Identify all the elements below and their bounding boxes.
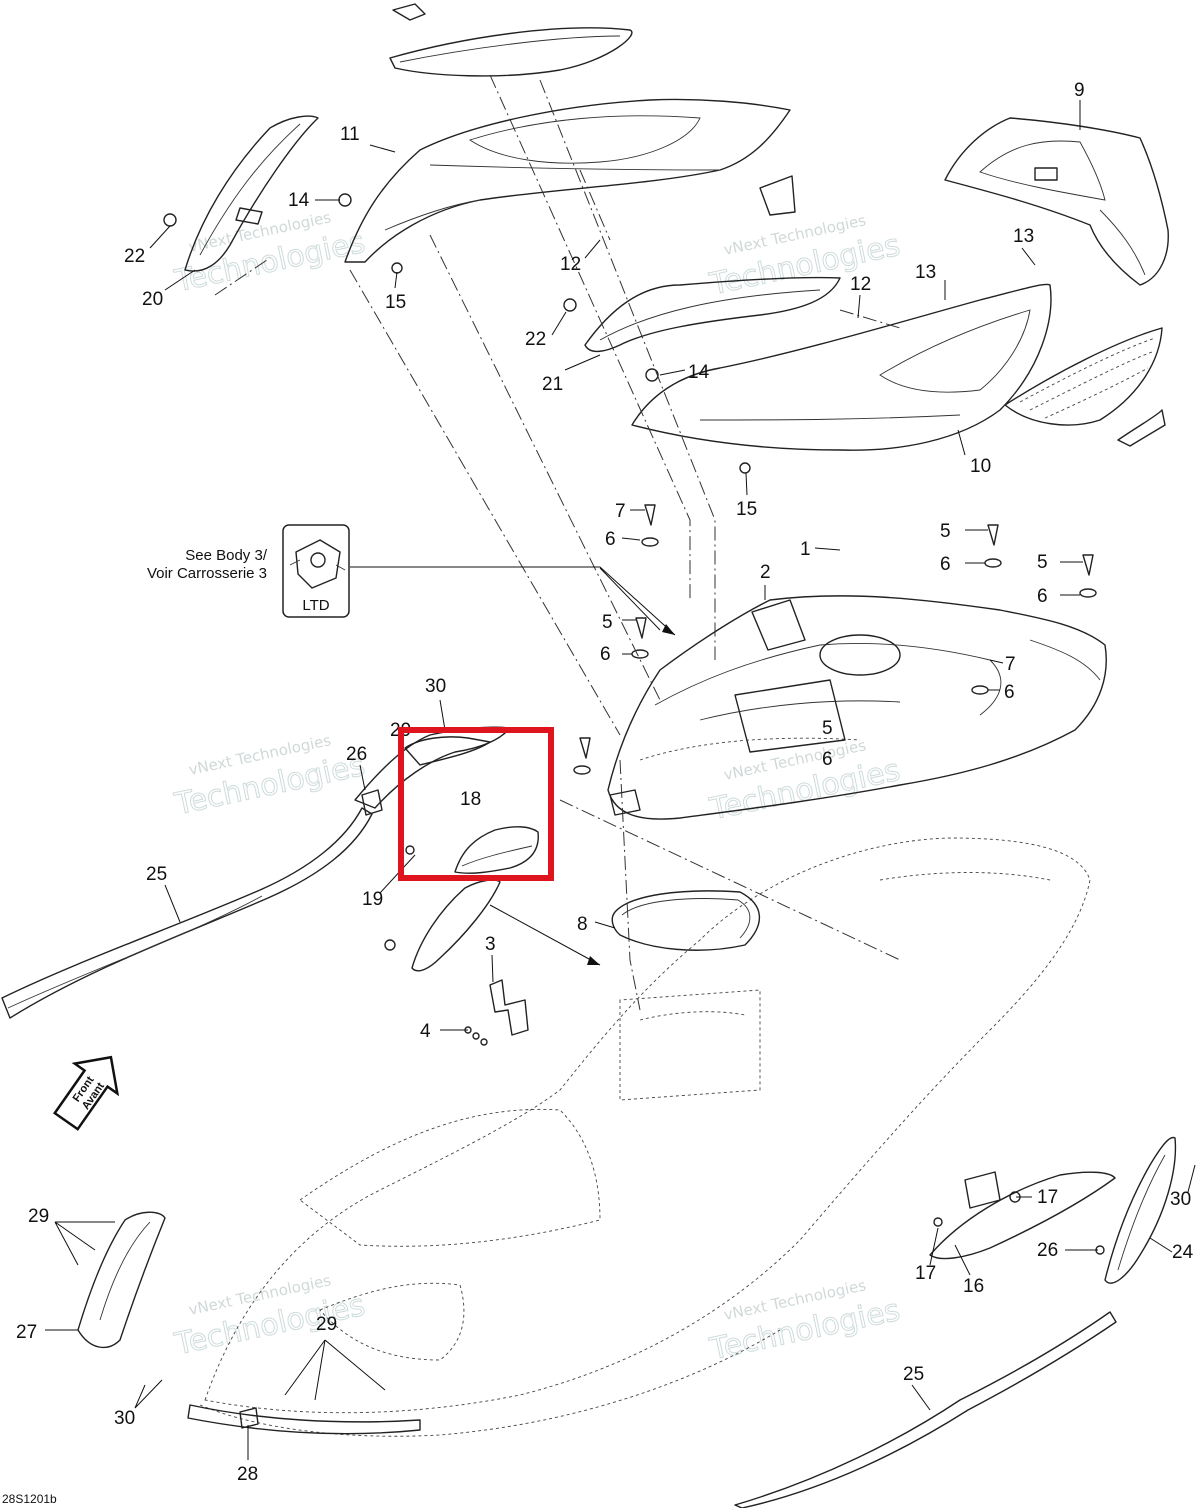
leader-lines [45,74,1196,1460]
part-16-17-lower-right [929,1171,1116,1260]
callout-14: 14 [288,190,310,211]
part-2-deck [607,595,1107,820]
callout-21: 21 [542,374,563,395]
callout-2: 2 [760,562,771,583]
callout-1: 1 [800,539,811,560]
callout-10: 10 [970,456,991,477]
part-9-rear-cover [944,117,1169,286]
part-20-side-trim [184,115,319,272]
part-18-side-piece [404,736,539,874]
front-arrow-icon [52,1055,120,1131]
callout-14: 14 [688,362,710,383]
callout-9: 9 [1074,80,1085,101]
callout-5: 5 [940,521,951,542]
callout-13: 13 [1013,226,1034,247]
callout-7: 7 [1005,654,1016,675]
callout-6: 6 [1004,682,1015,703]
callout-numbers: 1 2 3 4 5 5 5 5 6 6 6 6 6 6 7 7 8 9 10 1… [16,80,1194,1485]
part-21-side-panel [584,276,841,353]
callout-5: 5 [602,612,613,633]
fasteners [163,193,1105,1255]
callout-16: 16 [963,1276,984,1297]
callout-25: 25 [146,864,167,885]
front-arrow: Front Avant [52,1055,120,1131]
callout-26: 26 [346,744,367,765]
hull-outline [199,837,1091,1437]
callout-28: 28 [237,1464,258,1485]
part-25-rubstrip-right [734,1311,1117,1508]
highlight-box-part-18 [398,727,554,881]
part-26-clip [361,789,383,816]
callout-5: 5 [822,718,833,739]
part-25-rubstrip-left [1,807,373,1019]
callout-22: 22 [124,246,145,267]
part-3-bracket [489,979,529,1036]
callout-26: 26 [1037,1240,1058,1261]
callout-30: 30 [1170,1189,1191,1210]
callout-4: 4 [420,1021,431,1042]
callout-6: 6 [1037,586,1048,607]
callout-11: 11 [340,124,360,145]
watermarks: vNext Technologies Technologies vNext Te… [171,208,904,1368]
callout-29: 29 [28,1206,49,1227]
control-module-icon [289,539,346,589]
callout-6: 6 [605,529,616,550]
callout-8: 8 [577,914,588,935]
ltd-badge: LTD [302,597,329,614]
callout-19: 19 [362,889,383,910]
callout-5: 5 [1037,552,1048,573]
part-top-cover [389,3,633,77]
callout-6: 6 [822,749,833,770]
part-27-front-bumper [77,1211,166,1349]
callout-13: 13 [915,262,936,283]
callout-30: 30 [114,1408,135,1429]
part-30-trim-strip [354,726,511,809]
callout-7: 7 [615,501,626,522]
callout-6: 6 [600,644,611,665]
part-10-rear-panel [631,283,1166,451]
callout-12: 12 [560,254,581,275]
callout-17: 17 [915,1263,936,1284]
part-24-rear-trim [1104,1136,1177,1284]
callout-3: 3 [485,934,496,955]
part-11-upper-panel [344,98,796,263]
callout-15: 15 [736,499,757,520]
part-28-front-trim [187,1404,421,1435]
callout-29: 29 [316,1314,337,1335]
callout-15: 15 [385,292,406,313]
callout-18: 18 [460,789,481,810]
callout-6: 6 [940,554,951,575]
callout-27: 27 [16,1322,37,1343]
callout-25: 25 [903,1364,924,1385]
part-8-seal [611,890,761,951]
reference-callout: See Body 3/ Voir Carrosserie 3 LTD [147,524,350,618]
reference-text-line2: Voir Carrosserie 3 [147,565,267,582]
callout-12: 12 [850,274,871,295]
part-19-deflector [411,879,501,972]
callout-30: 30 [425,676,446,697]
callout-22: 22 [525,329,546,350]
reference-text-line1: See Body 3/ [185,547,268,564]
callout-17: 17 [1037,1187,1058,1208]
callout-24: 24 [1172,1242,1194,1263]
callout-20: 20 [142,289,163,310]
drawing-code: 28S1201b [2,1492,57,1506]
